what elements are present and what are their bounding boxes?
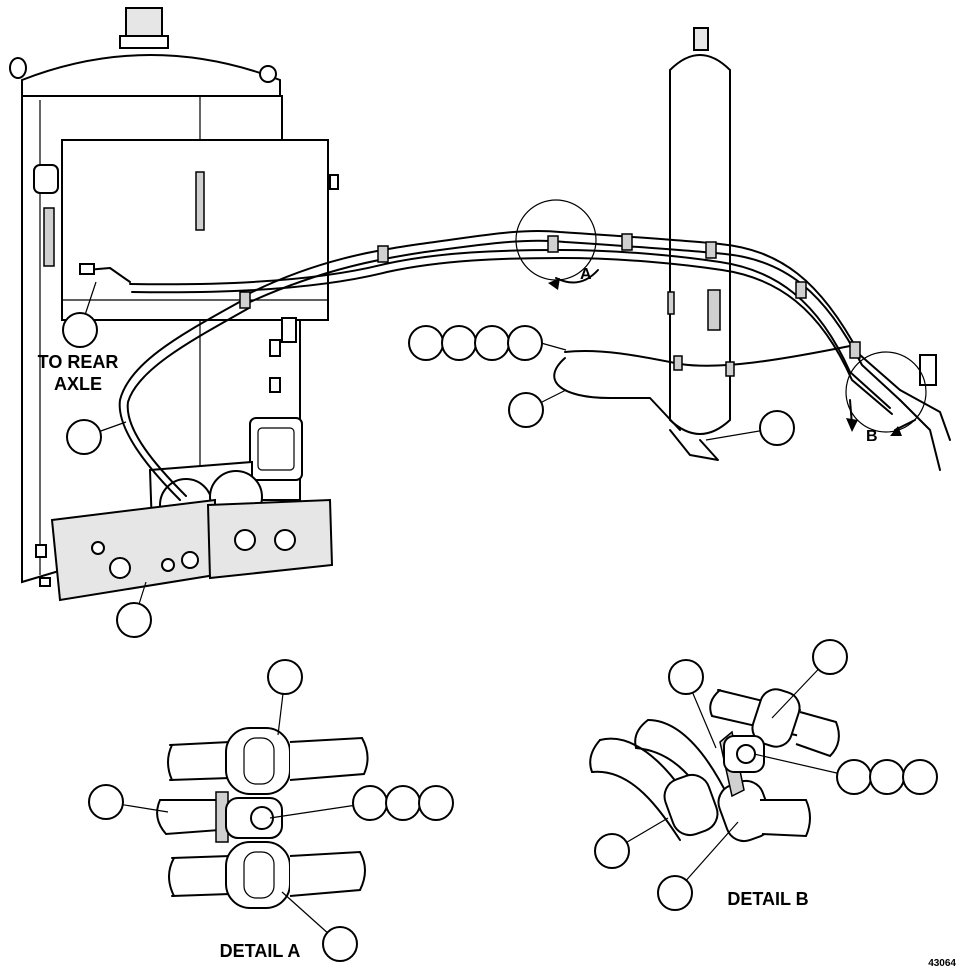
callout-bubble	[508, 392, 544, 428]
tube-upper	[245, 229, 901, 391]
tubing-bundle	[79, 229, 951, 501]
callout-bubble	[116, 602, 152, 638]
callout-bubble	[385, 785, 421, 821]
callout-bubble	[474, 325, 510, 361]
callout-bubble	[88, 784, 124, 820]
to-rear-axle-label-line1: TO REAR	[38, 352, 119, 372]
clip	[239, 291, 251, 309]
tube-to-valve	[118, 299, 244, 501]
callout-bubble	[62, 312, 98, 348]
cylinder-body	[669, 54, 731, 435]
callout-bubble	[869, 759, 905, 795]
rear-axle-fitting	[79, 263, 95, 275]
callout-bubble	[594, 833, 630, 869]
detail-a-title: DETAIL A	[220, 941, 301, 961]
detail-b	[589, 639, 938, 911]
cylinder-top-valve	[693, 27, 709, 51]
detail-a-marker-label: A	[580, 266, 592, 283]
callout-bubble	[657, 875, 693, 911]
callout-bubble	[322, 926, 358, 962]
panel-slot	[195, 171, 205, 231]
callout-bubble	[759, 410, 795, 446]
callout-bubble	[441, 325, 477, 361]
callout-bubble	[812, 639, 848, 675]
detail-b-title: DETAIL B	[727, 889, 808, 909]
callout-bubble	[507, 325, 543, 361]
side-port	[33, 164, 59, 194]
callout-bubble	[418, 785, 454, 821]
manifold-plate-right	[206, 498, 334, 580]
tank-top-fitting-base	[119, 35, 169, 49]
callout-bubble	[668, 659, 704, 695]
air-tank-cylinder	[667, 27, 731, 461]
tube-loop	[564, 345, 851, 367]
callout-bubble	[836, 759, 872, 795]
clip	[621, 233, 633, 251]
detail-a	[88, 659, 454, 962]
callout-bubble	[66, 419, 102, 455]
detail-b-clamp-left	[663, 773, 719, 837]
tank-dome	[21, 54, 281, 97]
cylinder-label-plate	[707, 289, 721, 331]
tank-top-fitting	[125, 7, 163, 39]
detail-b-marker-label: B	[866, 428, 878, 445]
clip	[849, 341, 861, 359]
callout-bubble	[408, 325, 444, 361]
end-connector	[919, 354, 937, 386]
lift-eye-right	[259, 65, 277, 83]
callout-bubble	[902, 759, 938, 795]
junction-box	[249, 417, 303, 481]
clip	[547, 235, 559, 253]
drain-bracket	[669, 429, 719, 461]
tank-panel	[61, 139, 329, 321]
lift-eye-left	[9, 57, 27, 79]
main-tank	[9, 7, 339, 602]
callout-bubble	[267, 659, 303, 695]
clip	[377, 245, 389, 263]
detail-b-marker-circle	[845, 351, 927, 433]
clip	[705, 241, 717, 259]
to-rear-axle-label-line2: AXLE	[54, 374, 102, 394]
figure-number: 43064	[928, 958, 956, 969]
callout-bubble	[352, 785, 388, 821]
detail-b-clamp-top	[751, 688, 801, 748]
clip	[795, 281, 807, 299]
callouts-main	[62, 281, 795, 638]
